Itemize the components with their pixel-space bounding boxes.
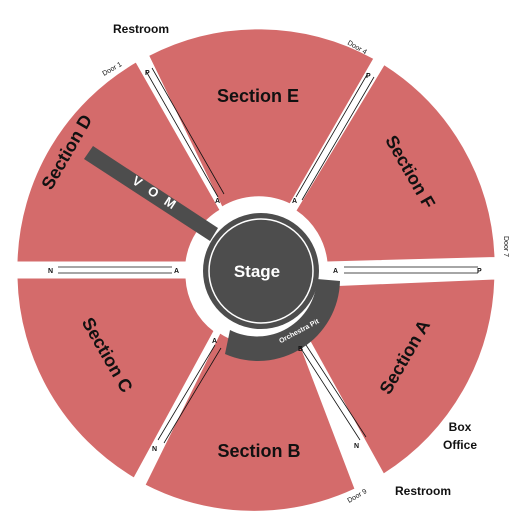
box-office-label-line-1: Box	[449, 420, 472, 434]
row-label-a-cd: A	[174, 268, 179, 275]
stage-ring-line	[208, 218, 314, 324]
row-label-p-fa: P	[477, 268, 482, 275]
aisle-ab	[299, 346, 361, 441]
row-label-b-ab: B	[298, 346, 303, 353]
section-b-label: Section B	[217, 441, 300, 461]
row-label-a-fa: A	[333, 268, 338, 275]
aisle-de	[145, 70, 219, 198]
box-office-label-line-2: Office	[443, 438, 477, 452]
row-label-p-de: P	[145, 70, 150, 77]
aisle-ab-2	[305, 344, 367, 438]
section-e-label: Section E	[217, 86, 299, 106]
row-label-a-bc: A	[212, 338, 217, 345]
stage-label: Stage	[234, 262, 280, 281]
stage[interactable]	[211, 221, 311, 321]
restroom-top-label: Restroom	[113, 22, 169, 36]
section-e-area[interactable]	[147, 28, 375, 208]
orchestra-pit[interactable]	[225, 279, 340, 361]
restroom-bottom-label: Restroom	[395, 484, 451, 498]
section-f-area[interactable]	[295, 63, 496, 263]
row-label-a-ef: A	[292, 198, 297, 205]
row-label-a-de: A	[215, 198, 220, 205]
vom-corridor	[84, 146, 218, 241]
aisle-ef-2	[301, 76, 375, 201]
row-label-p-ef: P	[366, 73, 371, 80]
row-label-n-bc: N	[152, 446, 157, 453]
door-7-label: Door 7	[502, 236, 509, 257]
aisle-de-2	[151, 67, 225, 195]
aisle-bc-2	[163, 347, 222, 444]
row-label-n-ab: N	[354, 443, 359, 450]
aisle-bc	[157, 344, 216, 441]
aisle-ef	[295, 72, 369, 198]
row-label-n-cd: N	[48, 268, 53, 275]
section-c-area[interactable]	[16, 277, 215, 479]
